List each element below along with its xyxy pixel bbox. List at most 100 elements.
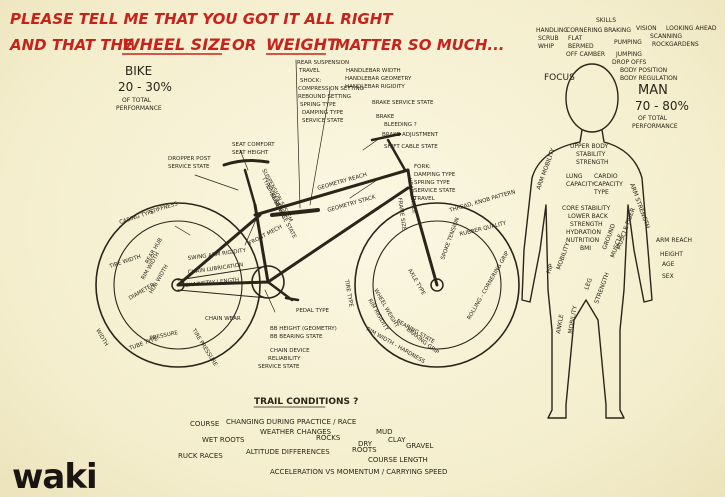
- label: SCRUB: [538, 35, 559, 42]
- label: WHIP: [538, 43, 554, 50]
- label: STIFFNESS: [149, 201, 179, 216]
- man-labels: HANDLINGSCRUBWHIPCORNERINGFLATBERMEDOFF …: [535, 17, 717, 334]
- man-share-block: MAN 70 - 80% OF TOTAL PERFORMANCE: [632, 83, 689, 130]
- label: ARM MOBILITY: [535, 147, 557, 191]
- man-title: MAN: [638, 83, 668, 98]
- human-figure: [521, 63, 653, 419]
- label: COURSE: [190, 420, 219, 428]
- front-rim: [372, 220, 502, 350]
- label: HANDLEBAR GEOMETRY: [345, 76, 412, 82]
- label: HYDRATION: [566, 229, 601, 236]
- label: DROPPER POST: [168, 156, 211, 162]
- label: MOBILITY: [555, 241, 571, 270]
- label: STRENGTH: [593, 272, 611, 305]
- headline-suffix: MATTER SO MUCH...: [335, 36, 504, 54]
- label: TYPE: [593, 189, 609, 196]
- label: ALTITUDE DIFFERENCES: [246, 448, 330, 456]
- label: HANDLEBAR RIGIDITY: [345, 84, 405, 90]
- label: CARDIO: [594, 173, 618, 180]
- label: SERVICE STATE: [258, 364, 300, 370]
- label: THREAD, KNOB PATTERN: [448, 189, 516, 214]
- label: JUMPING: [615, 51, 642, 58]
- label: HEIGHT: [660, 251, 683, 258]
- bike-sub1: OF TOTAL: [122, 97, 152, 104]
- label: BODY REGULATION: [620, 75, 677, 82]
- label: FRAME SIZE: [396, 197, 407, 231]
- label: ROCKS: [316, 434, 341, 442]
- label: BRAKING: [604, 27, 631, 34]
- label: BRAKE SERVICE STATE: [372, 100, 434, 106]
- label: LOOKING AHEAD: [666, 25, 717, 32]
- bike-title: BIKE: [125, 64, 152, 78]
- label: GEOMETRY STACK: [327, 194, 377, 214]
- bike-drawing: [95, 59, 520, 368]
- label: GRAVEL: [406, 442, 434, 450]
- rear-shock: [270, 208, 320, 217]
- label: TIRE WIDTH: [108, 254, 142, 270]
- label: AGE: [662, 261, 675, 268]
- label: SPRING TYPE: [414, 180, 450, 186]
- label: PEDAL TYPE: [296, 308, 330, 314]
- label: CHAIN DEVICE: [270, 348, 310, 354]
- label: SPOKE TENSION: [440, 217, 461, 261]
- label: PUMPING: [614, 39, 642, 46]
- label: MOBILITY: [567, 305, 579, 334]
- man-sub1: OF TOTAL: [638, 115, 668, 122]
- label: COURSE LENGTH: [368, 456, 428, 464]
- label: ARM REACH: [656, 237, 692, 244]
- label: SERVICE STATE: [168, 164, 210, 170]
- label: CAPACITY: [594, 181, 623, 188]
- label: CORNERING: [566, 27, 603, 34]
- label: SCANNING: [650, 33, 682, 40]
- label: BODY POSITION: [620, 67, 667, 74]
- label: TRAVEL: [298, 68, 321, 74]
- front-hub: [430, 278, 444, 292]
- label: WET ROOTS: [202, 436, 245, 444]
- label: BB BEARING STATE: [270, 334, 323, 340]
- label: HEAD ANGLE: [406, 177, 417, 214]
- label: REAR SUSPENSION: [297, 60, 349, 66]
- label: NUTRITION: [566, 237, 599, 244]
- label: CLAY: [388, 436, 406, 444]
- label: DAMPING TYPE: [414, 172, 456, 178]
- label: SERVICE STATE: [302, 118, 344, 124]
- label: REBOUND SETTING: [298, 94, 351, 100]
- head: [565, 63, 619, 133]
- headline-line1: PLEASE TELL ME THAT YOU GOT IT ALL RIGHT: [10, 10, 394, 28]
- rear-tire: [95, 202, 261, 368]
- chain: [177, 265, 269, 299]
- label: SPRING TYPE: [300, 102, 336, 108]
- label: BB HEIGHT (GEOMETRY): [270, 326, 337, 332]
- label: FLAT: [568, 35, 583, 42]
- label: COMPRESSION SETTING: [298, 86, 364, 92]
- headline-weight: WEIGHT: [266, 35, 339, 54]
- seatpost: [243, 168, 257, 207]
- label: DROP OFFS: [612, 59, 647, 66]
- label: BLEEDING ?: [384, 122, 417, 128]
- leader-lines: [174, 59, 381, 313]
- label: AXLE TYPE: [406, 268, 426, 297]
- handlebar: [370, 132, 407, 172]
- crank-pedal: [266, 280, 300, 302]
- trail-conditions: TRAIL CONDITIONS ?: [253, 397, 358, 408]
- man-sub2: PERFORMANCE: [632, 123, 678, 130]
- waki-logo: waki: [12, 457, 98, 497]
- rear-rim: [113, 220, 243, 350]
- label: CORE STABILITY: [562, 205, 611, 212]
- waki-logo-text: waki: [12, 457, 97, 497]
- headline-prefix: AND THAT THE: [9, 36, 134, 54]
- label: OFF CAMBER: [566, 51, 605, 58]
- label: RUBBER QUALITY: [459, 220, 508, 238]
- label: HIP: [545, 263, 555, 275]
- headline-wheel-size: WHEEL SIZE: [122, 35, 231, 54]
- label: DAMPING TYPE: [302, 110, 344, 116]
- label: ANKLE: [555, 314, 565, 335]
- label: SERVICE STATE: [414, 188, 456, 194]
- label: BERMED: [568, 43, 594, 50]
- label: LUNG: [566, 173, 583, 180]
- label: LOWER BACK: [568, 213, 609, 220]
- label: STABILITY: [576, 151, 606, 158]
